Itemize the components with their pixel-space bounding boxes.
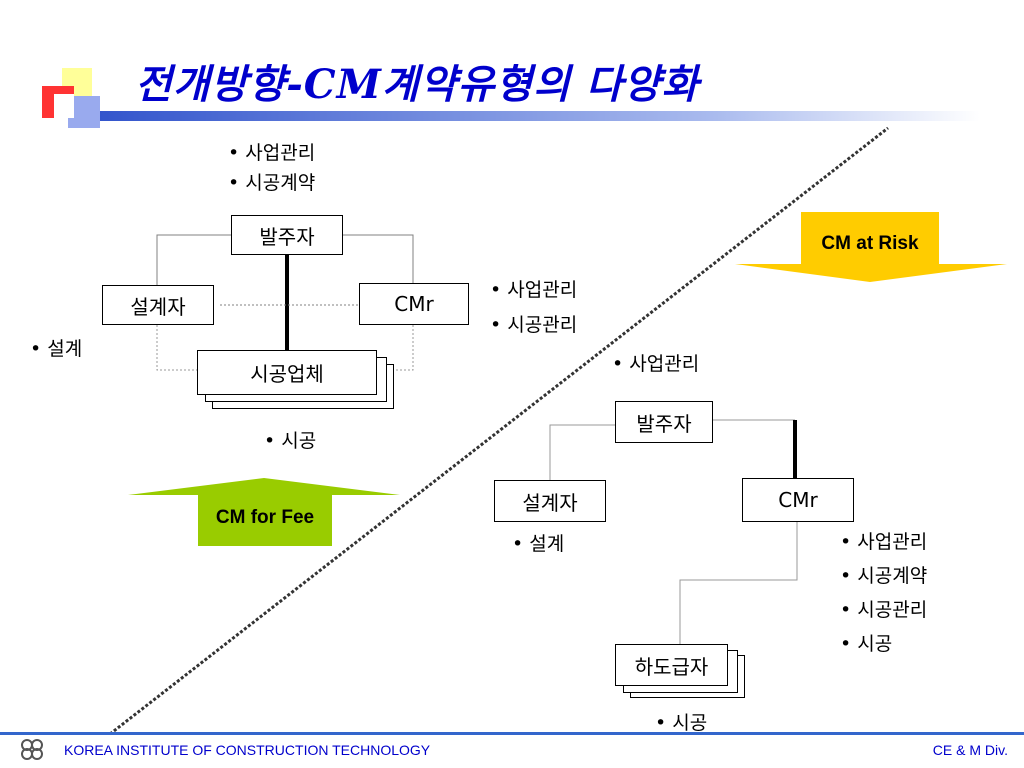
left-top-bullets: 사업관리 시공계약 <box>228 138 315 198</box>
bullet-item: 설계 <box>512 529 564 559</box>
left-cm-bullets: 사업관리 시공관리 <box>490 273 577 343</box>
right-designer-bullets: 설계 <box>512 529 564 559</box>
for-fee-label: CM for Fee <box>215 507 315 528</box>
left-contractor-box: 시공업체 <box>197 350 377 395</box>
right-sub-bullets: 시공 <box>655 708 707 738</box>
for-fee-arrow <box>128 478 400 546</box>
left-designer-box: 설계자 <box>102 285 214 325</box>
left-owner-box: 발주자 <box>231 215 343 255</box>
left-designer-bullets: 설계 <box>30 334 82 364</box>
at-risk-arrow <box>735 212 1007 282</box>
right-subcontractor-box: 하도급자 <box>615 644 728 686</box>
right-cm-bullets: 사업관리 시공계약 시공관리 시공 <box>840 525 927 661</box>
bullet-item: 시공계약 <box>228 168 315 198</box>
left-contractor-bullets: 시공 <box>264 426 316 456</box>
at-risk-label: CM at Risk <box>821 233 919 254</box>
bullet-item: 시공관리 <box>490 308 577 343</box>
bullet-item: 시공계약 <box>840 559 927 593</box>
title-underline <box>100 111 980 121</box>
right-cm-box: CMr <box>742 478 854 522</box>
bullet-item: 사업관리 <box>490 273 577 308</box>
footer-line <box>0 732 1024 735</box>
bullet-item: 시공 <box>264 426 316 456</box>
page-title: 전개방향-CM계약유형의 다양화 <box>135 61 700 108</box>
bullet-item: 사업관리 <box>612 349 699 379</box>
bullet-item: 시공관리 <box>840 593 927 627</box>
bullet-item: 시공 <box>655 708 707 738</box>
right-owner-box: 발주자 <box>615 401 713 443</box>
decoration-squares <box>40 68 110 130</box>
bullet-item: 사업관리 <box>840 525 927 559</box>
institute-logo-icon <box>18 737 46 763</box>
left-cm-box: CMr <box>359 283 469 325</box>
footer-division: CE & M Div. <box>932 742 1008 758</box>
footer-institute: KOREA INSTITUTE OF CONSTRUCTION TECHNOLO… <box>64 742 431 758</box>
right-designer-box: 설계자 <box>494 480 606 522</box>
bullet-item: 설계 <box>30 334 82 364</box>
bullet-item: 사업관리 <box>228 138 315 168</box>
right-top-bullets: 사업관리 <box>612 349 699 379</box>
bullet-item: 시공 <box>840 627 927 661</box>
